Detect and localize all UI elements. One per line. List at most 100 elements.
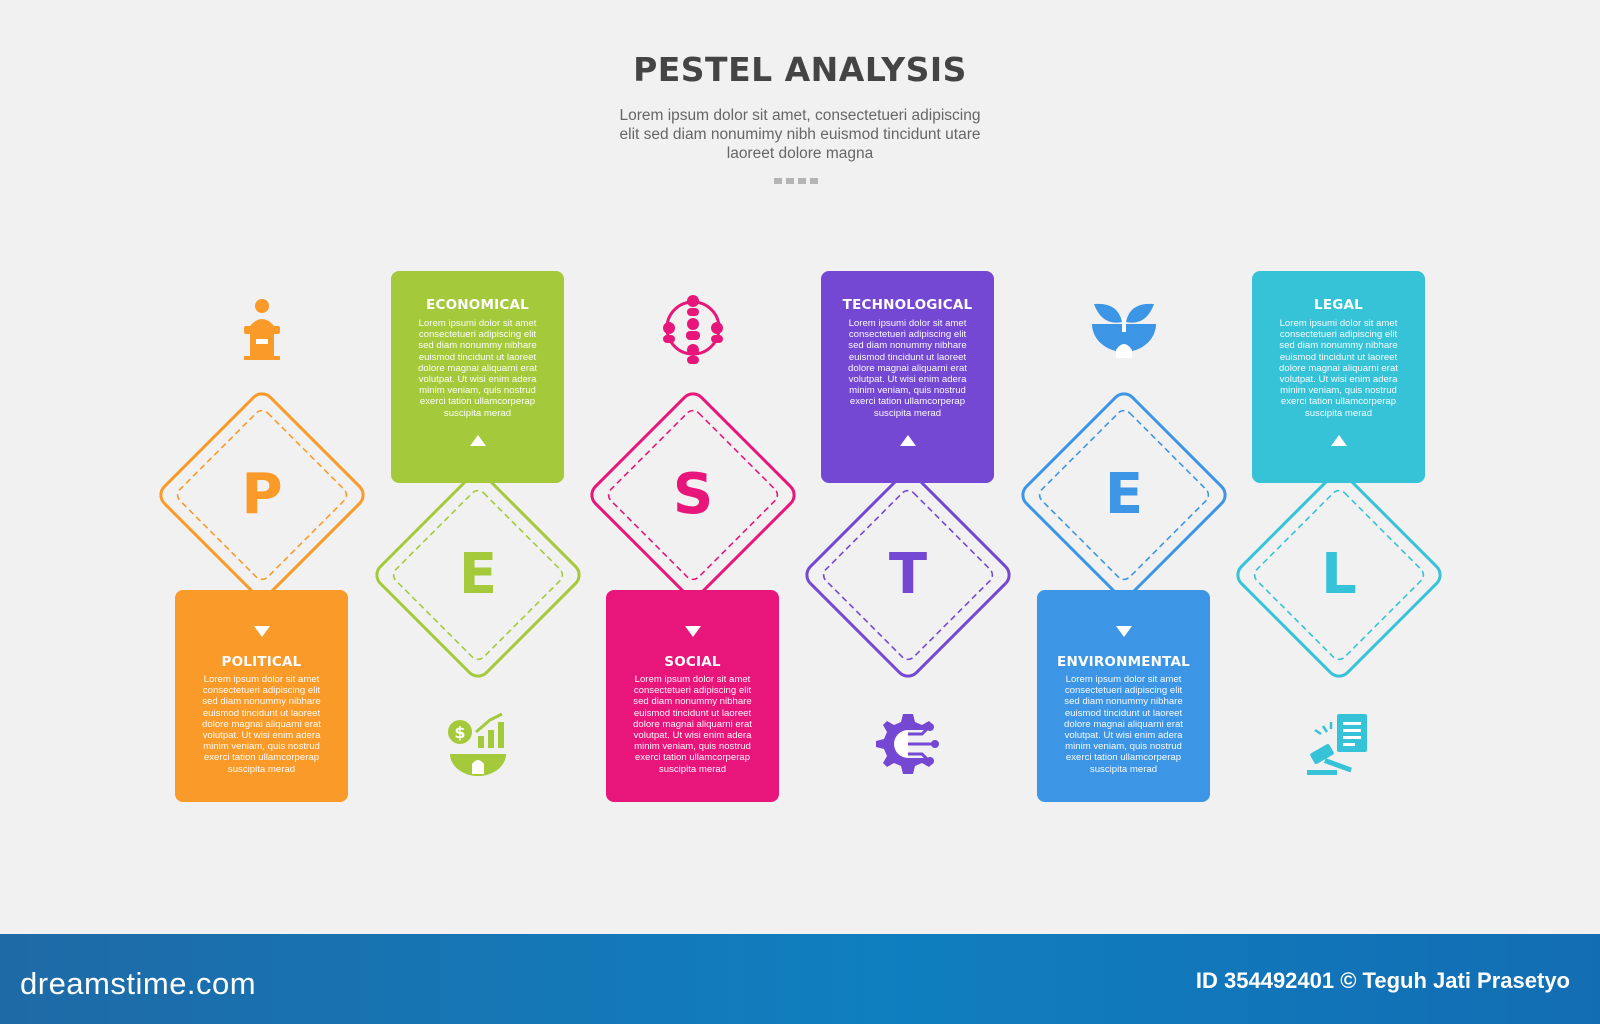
svg-text:$: $: [454, 723, 465, 742]
card-technological: TECHNOLOGICAL Lorem ipsumi dolor sit amet…: [821, 271, 994, 483]
card-body-line: suscipita merad: [227, 763, 296, 775]
card-body-line: dolore magnai aliquarni erat: [1064, 718, 1183, 730]
pestel-letter-legal: L: [1321, 542, 1357, 607]
footer-image-credit: ID 354492401 © Teguh Jati Prasetyo: [1195, 968, 1570, 993]
card-body-line: euismod tincidunt ut laoreet: [848, 351, 967, 363]
card-title: ENVIRONMENTAL: [1057, 654, 1190, 670]
card-body-line: volutpat. Ut wisi enim adera: [1279, 374, 1398, 386]
card-body-line: exerci tation ullamcorperap: [634, 752, 751, 764]
card-body-line: Lorem ipsumi dolor sit amet: [1279, 318, 1398, 329]
card-body-line: dolore magnai aliquarni erat: [1279, 362, 1398, 374]
card-body-line: Lorem ipsumi dolor sit amet: [418, 318, 537, 329]
card-body-line: sed diam nonummy nibhare: [202, 696, 321, 708]
card-body-line: exerci tation ullamcorperap: [1280, 396, 1397, 408]
card-body-line: consectetueri adipiscing elit: [848, 329, 967, 341]
title-divider-dots: [774, 178, 818, 184]
gavel-document-icon: [1303, 708, 1375, 780]
card-body-line: suscipita merad: [873, 407, 942, 419]
card-title: LEGAL: [1314, 297, 1363, 313]
pestel-letter-technological: T: [888, 542, 928, 607]
card-body-line: exerci tation ullamcorperap: [849, 396, 966, 408]
pointer-triangle: [1331, 435, 1347, 446]
footer-bar: [0, 934, 1600, 1024]
card-title: TECHNOLOGICAL: [842, 297, 973, 313]
card-body-line: volutpat. Ut wisi enim adera: [848, 374, 967, 386]
card-body-line: suscipita merad: [443, 407, 512, 419]
card-title: ECONOMICAL: [426, 297, 529, 313]
card-title: POLITICAL: [221, 654, 302, 670]
card-body-line: sed diam nonummy nibhare: [633, 696, 752, 708]
card-body-line: exerci tation ullamcorperap: [419, 396, 536, 408]
card-body-line: consectetueri adipiscing elit: [202, 685, 321, 697]
card-body-line: euismod tincidunt ut laoreet: [418, 351, 537, 363]
card-body-line: volutpat. Ut wisi enim adera: [418, 374, 537, 386]
card-body-line: Lorem ipsum dolor sit amet: [634, 674, 751, 685]
card-body-line: volutpat. Ut wisi enim adera: [202, 730, 321, 742]
money-growth-chart-icon: $: [442, 708, 514, 780]
card-body-line: sed diam nonummy nibhare: [1279, 340, 1398, 352]
subtitle-line: Lorem ipsum dolor sit amet, consectetuer…: [619, 107, 981, 124]
subtitle-line: elit sed diam nonumimy nibh euismod tinc…: [619, 126, 981, 143]
plant-earth-icon: [1088, 292, 1160, 364]
card-body-line: euismod tincidunt ut laoreet: [633, 707, 752, 719]
card-body-line: consectetueri adipiscing elit: [1064, 685, 1183, 697]
card-body-line: suscipita merad: [658, 763, 727, 775]
card-body-line: euismod tincidunt ut laoreet: [1064, 707, 1183, 719]
pestel-letter-political: P: [241, 462, 283, 527]
card-body-line: minim veniam, quis nostrud: [1065, 741, 1182, 753]
social-network-people-icon: [657, 292, 729, 364]
page-subtitle: Lorem ipsum dolor sit amet, consectetuer…: [600, 106, 1000, 163]
pestel-letter-social: S: [672, 462, 714, 527]
footer-site-name: dreamstime.com: [20, 966, 257, 1001]
card-body-line: consectetueri adipiscing elit: [418, 329, 537, 341]
card-body-line: exerci tation ullamcorperap: [1065, 752, 1182, 764]
card-body-line: dolore magnai aliquarni erat: [633, 718, 752, 730]
card-body-line: Lorem ipsumi dolor sit amet: [848, 318, 967, 329]
card-body-line: minim veniam, quis nostrud: [1280, 385, 1397, 397]
card-body-line: consectetueri adipiscing elit: [1279, 329, 1398, 341]
gear-circuit-icon: [872, 708, 944, 780]
podium-speaker-icon: [226, 292, 298, 364]
pointer-triangle: [900, 435, 916, 446]
card-body-line: volutpat. Ut wisi enim adera: [633, 730, 752, 742]
card-body-line: minim veniam, quis nostrud: [634, 741, 751, 753]
pointer-triangle: [685, 626, 701, 637]
pestel-letter-economical: E: [458, 542, 498, 607]
card-body-line: suscipita merad: [1089, 763, 1158, 775]
card-body-line: consectetueri adipiscing elit: [633, 685, 752, 697]
card-body-line: minim veniam, quis nostrud: [419, 385, 536, 397]
card-body-line: suscipita merad: [1304, 407, 1373, 419]
card-title: SOCIAL: [664, 654, 721, 670]
card-body-line: minim veniam, quis nostrud: [203, 741, 320, 753]
card-body-line: Lorem ipsum dolor sit amet: [203, 674, 320, 685]
card-body-line: sed diam nonummy nibhare: [848, 340, 967, 352]
subtitle-line: laoreet dolore magna: [726, 145, 874, 162]
page-title: PESTEL ANALYSIS: [633, 50, 967, 89]
pointer-triangle: [1116, 626, 1132, 637]
pestel-letter-environmental: E: [1104, 462, 1144, 527]
card-body-line: exerci tation ullamcorperap: [203, 752, 320, 764]
card-body-line: sed diam nonummy nibhare: [418, 340, 537, 352]
card-body-line: euismod tincidunt ut laoreet: [1279, 351, 1398, 363]
pointer-triangle: [470, 435, 486, 446]
card-body-line: euismod tincidunt ut laoreet: [202, 707, 321, 719]
card-body-line: dolore magnai aliquarni erat: [202, 718, 321, 730]
card-body-line: volutpat. Ut wisi enim adera: [1064, 730, 1183, 742]
card-body-line: sed diam nonummy nibhare: [1064, 696, 1183, 708]
card-body-line: dolore magnai aliquarni erat: [418, 362, 537, 374]
card-body-line: Lorem ipsum dolor sit amet: [1065, 674, 1182, 685]
card-body-line: dolore magnai aliquarni erat: [848, 362, 967, 374]
card-body-line: minim veniam, quis nostrud: [849, 385, 966, 397]
pointer-triangle: [254, 626, 270, 637]
